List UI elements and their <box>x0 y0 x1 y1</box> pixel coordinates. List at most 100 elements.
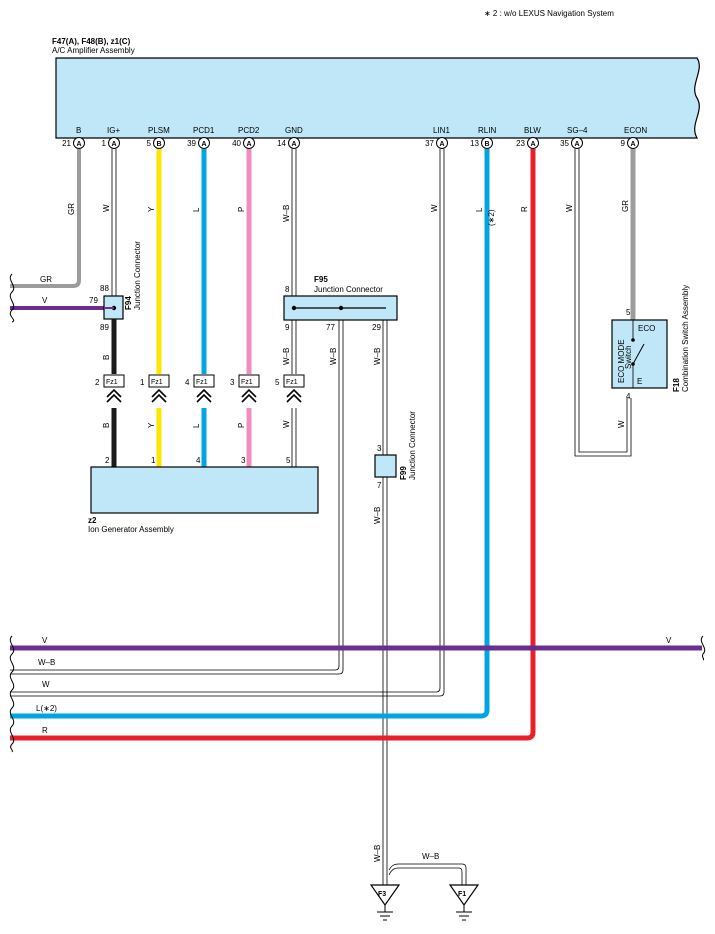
connector-letter-circle <box>527 137 539 149</box>
wire-rlin-label: L <box>475 207 484 212</box>
f95-dot-mid <box>338 305 344 311</box>
connector-letter-circle <box>627 137 639 149</box>
terminal-gnd-label: GND <box>285 126 303 135</box>
note-text: ∗ 2 : w/o LEXUS Navigation System <box>484 9 614 18</box>
wire-plsm-lower-label: Y <box>147 422 156 428</box>
pin-number: 40 <box>232 139 241 148</box>
f95-pin-77: 77 <box>326 323 335 332</box>
f95-id: F95 <box>314 275 328 284</box>
connector-letter-circle <box>481 137 493 149</box>
wire-f18-e-label: W <box>617 420 626 428</box>
f94-pin-79: 79 <box>89 296 98 305</box>
fz1-connectors: Fz1 2 Fz1 1 Fz1 4 Fz1 3 Fz1 5 <box>95 374 305 403</box>
terminal-plsm-label: PLSM <box>148 126 170 135</box>
svg-text:Fz1: Fz1 <box>241 379 253 386</box>
f99-name: Junction Connector <box>408 411 417 480</box>
f18-pin-5: 5 <box>626 308 631 317</box>
wire-blw-r <box>10 149 536 741</box>
ion-gen-pin-5: 5 <box>286 456 291 465</box>
f18-id: F18 <box>672 378 681 392</box>
terminal-rlin-label: RLIN <box>478 126 496 135</box>
svg-text:4: 4 <box>185 378 190 387</box>
wire-pcd2-lower-label: P <box>237 423 246 428</box>
f94-name: Junction Connector <box>133 241 142 310</box>
wire-b-lower-label: B <box>102 423 111 428</box>
connector-letter: B <box>156 141 161 148</box>
wire-f95-77 <box>10 320 344 675</box>
connector-letter: A <box>439 141 444 148</box>
bus-wb-label: W–B <box>38 658 55 667</box>
svg-text:F3: F3 <box>378 891 386 898</box>
bus-v-label: V <box>42 636 48 645</box>
wire-f95-29 <box>382 320 388 455</box>
wire-sg4-label: W <box>565 204 574 212</box>
connector-letter-circle <box>153 137 165 149</box>
svg-text:3: 3 <box>230 378 235 387</box>
f95-pin-9: 9 <box>285 323 290 332</box>
terminal-ig-pin: A1 <box>102 137 120 149</box>
connector-letter: A <box>76 141 81 148</box>
f18-switch-sub: Switch <box>624 345 633 369</box>
bus-l-label: L(∗2) <box>36 704 57 713</box>
f18-pin-4: 4 <box>626 392 631 401</box>
pin-number: 39 <box>187 139 196 148</box>
ground-f1: F1 <box>448 884 480 921</box>
terminal-econ-label: ECON <box>624 126 647 135</box>
wire-f99-out <box>382 477 388 885</box>
connector-letter-circle <box>243 137 255 149</box>
terminal-b-label: B <box>76 126 81 135</box>
f95-name: Junction Connector <box>314 285 383 294</box>
wire-pcd1-lower-label: L <box>192 423 201 428</box>
ion-gen-pin-4: 4 <box>196 456 201 465</box>
wire-blw-label: R <box>520 206 529 212</box>
f99-pin-3: 3 <box>377 444 382 453</box>
terminal-pcd2-pin: A40 <box>232 137 255 149</box>
f18-box <box>611 319 668 389</box>
svg-text:F1: F1 <box>458 891 466 898</box>
connector-letter: A <box>291 141 296 148</box>
connector-letter: A <box>530 141 535 148</box>
ion-gen-pin-2: 2 <box>105 456 110 465</box>
terminal-lin1-label: LIN1 <box>433 126 450 135</box>
connector-letter-circle <box>436 137 448 149</box>
fz1-connector-3: Fz1 4 <box>185 374 215 403</box>
fz1-connector-5: Fz1 5 <box>275 374 305 403</box>
svg-text:1: 1 <box>140 378 145 387</box>
wire-rlin-note: (∗2) <box>487 209 496 226</box>
terminal-gnd-pin: A14 <box>277 137 300 149</box>
f95-pin-29: 29 <box>372 323 381 332</box>
svg-text:Fz1: Fz1 <box>286 379 298 386</box>
f94-id: F94 <box>124 296 133 310</box>
pin-number: 35 <box>560 139 569 148</box>
pin-number: 5 <box>147 139 152 148</box>
terminal-rlin-pin: B13 <box>470 137 493 149</box>
wire-f95-9-lower <box>291 408 297 467</box>
fz1-connector-1: Fz1 2 <box>95 374 125 403</box>
svg-text:Fz1: Fz1 <box>151 379 163 386</box>
pin-number: 37 <box>425 139 434 148</box>
wire-igplus-w <box>111 149 117 296</box>
connector-letter: A <box>574 141 579 148</box>
ion-gen-pin-3: 3 <box>241 456 246 465</box>
wire-f95-9-label: W–B <box>282 348 291 365</box>
wire-gnd-label: W–B <box>282 205 291 222</box>
connector-letter-circle <box>288 137 300 149</box>
connector-letter: B <box>484 141 489 148</box>
fz1-connector-2: Fz1 1 <box>140 374 170 403</box>
f99-id: F99 <box>399 466 408 480</box>
amplifier-name: A/C Amplifier Assembly <box>52 46 135 55</box>
ion-gen-name: Ion Generator Assembly <box>88 525 174 534</box>
connector-letter-circle <box>198 137 210 149</box>
ion-generator-box <box>90 466 319 514</box>
terminal-pcd1-label: PCD1 <box>193 126 215 135</box>
terminal-blw-label: BLW <box>524 126 541 135</box>
wire-gnd-wb <box>291 149 297 296</box>
wire-sg4-w <box>574 149 632 457</box>
connector-letter-circle <box>571 137 583 149</box>
wire-econ-label: GR <box>621 200 630 212</box>
bus-w-label: W <box>42 680 50 689</box>
wire-v-label: V <box>42 296 48 305</box>
f94-pin-89: 89 <box>100 323 109 332</box>
